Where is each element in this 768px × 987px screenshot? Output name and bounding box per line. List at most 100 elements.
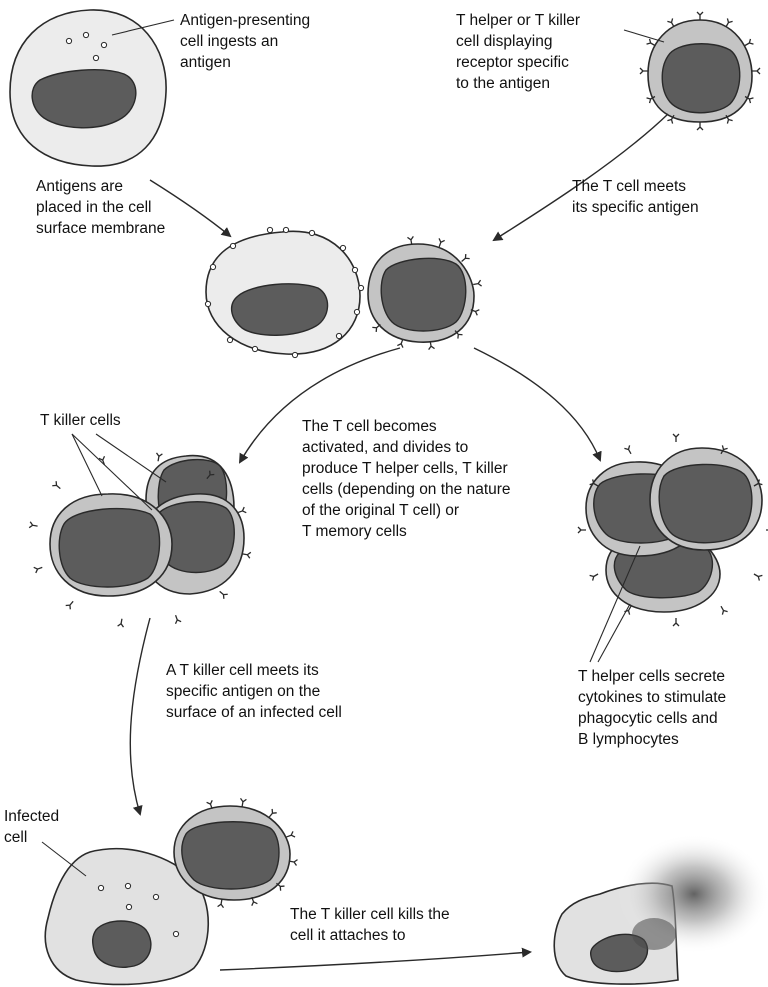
t-killer-receptors [28, 452, 252, 628]
caption-antigens-placed: Antigens are placed in the cell surface … [36, 178, 166, 237]
leader-apc [111, 19, 175, 36]
receptor-icon [589, 479, 599, 487]
receptor-icon [52, 481, 61, 490]
receptor-icon [217, 899, 225, 909]
receptor-icon [268, 808, 277, 818]
receptor-icon [470, 309, 480, 316]
t-helper-cells-cluster [577, 433, 768, 663]
receptor-icon [454, 330, 463, 339]
arrow-to-killer-cells [238, 347, 401, 464]
t-killer-cells-cluster [28, 433, 252, 628]
t-helper-receptors [577, 433, 768, 627]
virus-particles [97, 882, 180, 938]
receptor-icon [577, 526, 586, 534]
ingested-antigen-particles [65, 31, 108, 62]
apc-presenting-cell [204, 226, 365, 359]
infected-cell [41, 841, 209, 986]
caption-t-cell-activated: The T cell becomes activated, and divide… [302, 418, 511, 540]
caption-killer-meets-infected: A T killer cell meets its specific antig… [166, 662, 342, 721]
arrow-tcell-to-meeting [492, 113, 669, 242]
receptor-icon [696, 11, 704, 20]
receptor-icon [206, 470, 215, 480]
receptor-icon [242, 551, 252, 559]
receptor-icon [589, 573, 599, 581]
receptor-icon [672, 433, 680, 442]
arrow-to-infected-cell [129, 617, 151, 816]
receptor-icon [753, 573, 763, 581]
apc-presenting-nucleus [231, 283, 329, 336]
caption-t-killer-cells: T killer cells [40, 412, 121, 429]
receptor-icon [752, 67, 761, 75]
leader-t-helper-cells [589, 545, 641, 663]
receptor-icon [473, 279, 482, 287]
receptor-icon [667, 114, 675, 124]
leader-infected-cell [41, 841, 87, 877]
receptor-icon [174, 614, 182, 624]
receptor-icon [286, 831, 296, 838]
caption-infected-cell: Infected cell [4, 808, 60, 846]
receptor-icon [766, 529, 768, 531]
arrow-to-helper-cells [473, 347, 602, 462]
killed-cell [553, 834, 768, 985]
receptor-icon [725, 114, 733, 124]
t-killer-attached-nucleus [181, 821, 280, 890]
receptor-icon [117, 618, 125, 628]
receptor-icon [672, 618, 680, 627]
receptor-icon [407, 235, 414, 245]
t-killer-cell-front [49, 493, 173, 597]
receptor-icon [155, 452, 163, 462]
t-cell-meeting [367, 235, 482, 351]
caption-t-cell-meets: The T cell meets its specific antigen [572, 178, 699, 216]
receptor-icon [33, 566, 43, 574]
receptor-icon [646, 95, 656, 104]
t-killer-cell-right [141, 493, 245, 595]
t-killer-attached [173, 797, 298, 909]
t-helper-cell-right [649, 447, 763, 551]
t-cell-meeting-nucleus [380, 257, 467, 332]
infected-cell-nucleus [91, 920, 152, 968]
apc-cell-top [9, 9, 175, 167]
caption-apc-ingests: Antigen-presenting cell ingests an antig… [180, 12, 311, 71]
receptor-icon [276, 882, 285, 891]
receptor-icon [720, 445, 728, 455]
receptor-icon [438, 238, 445, 248]
t-cell-receptors [639, 11, 761, 131]
t-cell-top [623, 11, 761, 131]
leader-t-killer-cells [71, 433, 167, 511]
arrow-apc-to-meeting [149, 179, 232, 238]
receptor-icon [725, 18, 733, 28]
arrow-to-killed-cell [219, 947, 532, 971]
caption-killer-kills: The T killer cell kills the cell it atta… [290, 906, 450, 944]
t-cell-meeting-receptors [372, 235, 482, 351]
t-cell-nucleus [661, 43, 741, 114]
cell-rupture-core [632, 918, 676, 950]
receptor-icon [696, 122, 704, 131]
t-killer-attached-receptors [206, 797, 298, 909]
receptor-icon [28, 521, 38, 529]
caption-helper-secrete: T helper cells secrete cytokines to stim… [578, 668, 727, 748]
receptor-icon [461, 254, 470, 263]
surface-antigens [204, 226, 365, 359]
receptor-icon [639, 67, 648, 75]
receptor-icon [753, 479, 763, 487]
receptor-icon [720, 605, 728, 615]
receptor-icon [397, 338, 404, 348]
apc-nucleus [31, 69, 137, 129]
receptor-icon [667, 18, 675, 28]
receptor-icon [744, 38, 754, 47]
receptor-icon [744, 95, 754, 104]
caption-t-cell-receptor: T helper or T killer cell displaying rec… [456, 12, 581, 92]
receptor-icon [219, 590, 228, 599]
receptor-icon [65, 600, 74, 610]
receptor-icon [237, 506, 247, 514]
receptor-icon [239, 797, 247, 807]
receptor-icon [206, 800, 213, 810]
leader-t-cell [623, 29, 665, 43]
receptor-icon [646, 38, 656, 47]
receptor-icon [251, 896, 258, 906]
killed-cell-nucleus [589, 933, 649, 973]
receptor-icon [372, 323, 381, 332]
receptor-icon [624, 445, 632, 455]
